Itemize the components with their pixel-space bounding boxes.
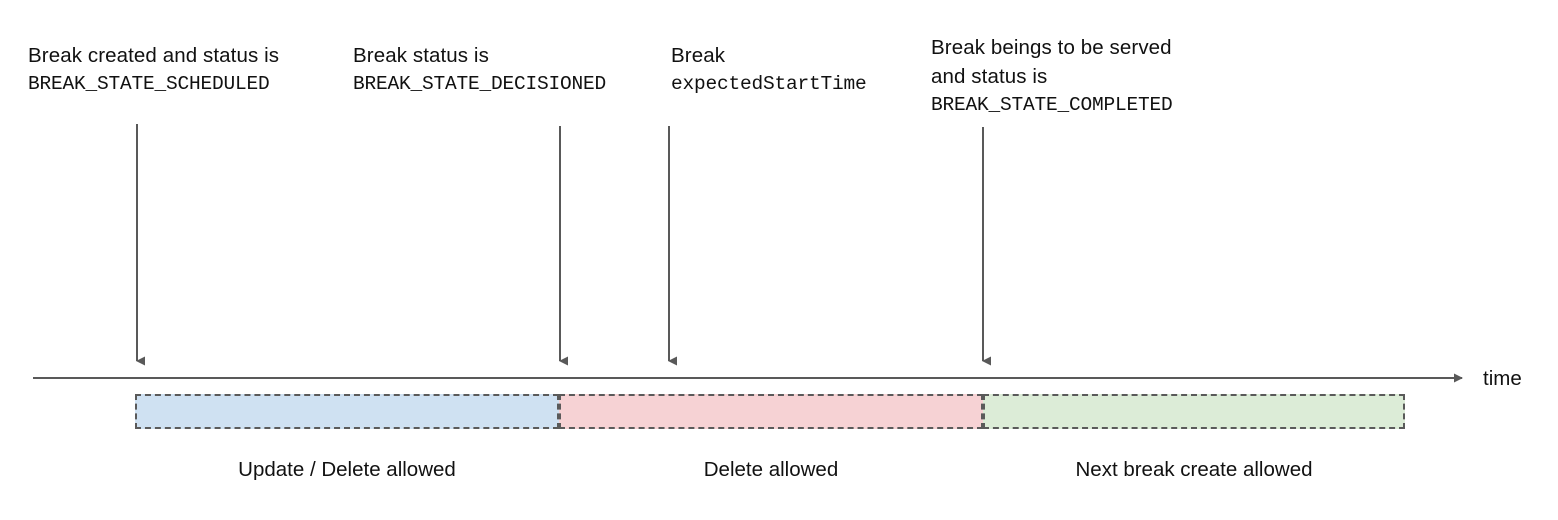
event-label-break-expected-start-time: Break expectedStartTime xyxy=(671,41,867,99)
segment-caption-next-break-create: Next break create allowed xyxy=(1075,458,1313,481)
event-state-constant: BREAK_STATE_COMPLETED xyxy=(931,94,1173,116)
event-label-line: Break beings to be served xyxy=(931,36,1172,59)
event-label-line: Break status is xyxy=(353,44,489,67)
event-label-line: and status is xyxy=(931,65,1048,88)
event-state-constant: BREAK_STATE_SCHEDULED xyxy=(28,73,270,95)
timeline-segment-next-break-create xyxy=(983,394,1405,429)
event-label-break-completed: Break beings to be served and status is … xyxy=(931,33,1173,120)
event-label-line: Break created and status is xyxy=(28,44,280,67)
event-label-break-created: Break created and status is BREAK_STATE_… xyxy=(28,41,279,99)
timeline-segment-delete-only xyxy=(559,394,983,429)
timeline-segment-update-delete xyxy=(135,394,559,429)
time-axis-label: time xyxy=(1483,367,1522,390)
event-state-constant: BREAK_STATE_DECISIONED xyxy=(353,73,607,95)
segment-caption-update-delete: Update / Delete allowed xyxy=(238,458,456,481)
event-label-break-decisioned: Break status is BREAK_STATE_DECISIONED xyxy=(353,41,606,99)
event-field-name: expectedStartTime xyxy=(671,73,867,95)
segment-caption-delete-only: Delete allowed xyxy=(703,458,839,481)
event-label-line: Break xyxy=(671,44,726,67)
